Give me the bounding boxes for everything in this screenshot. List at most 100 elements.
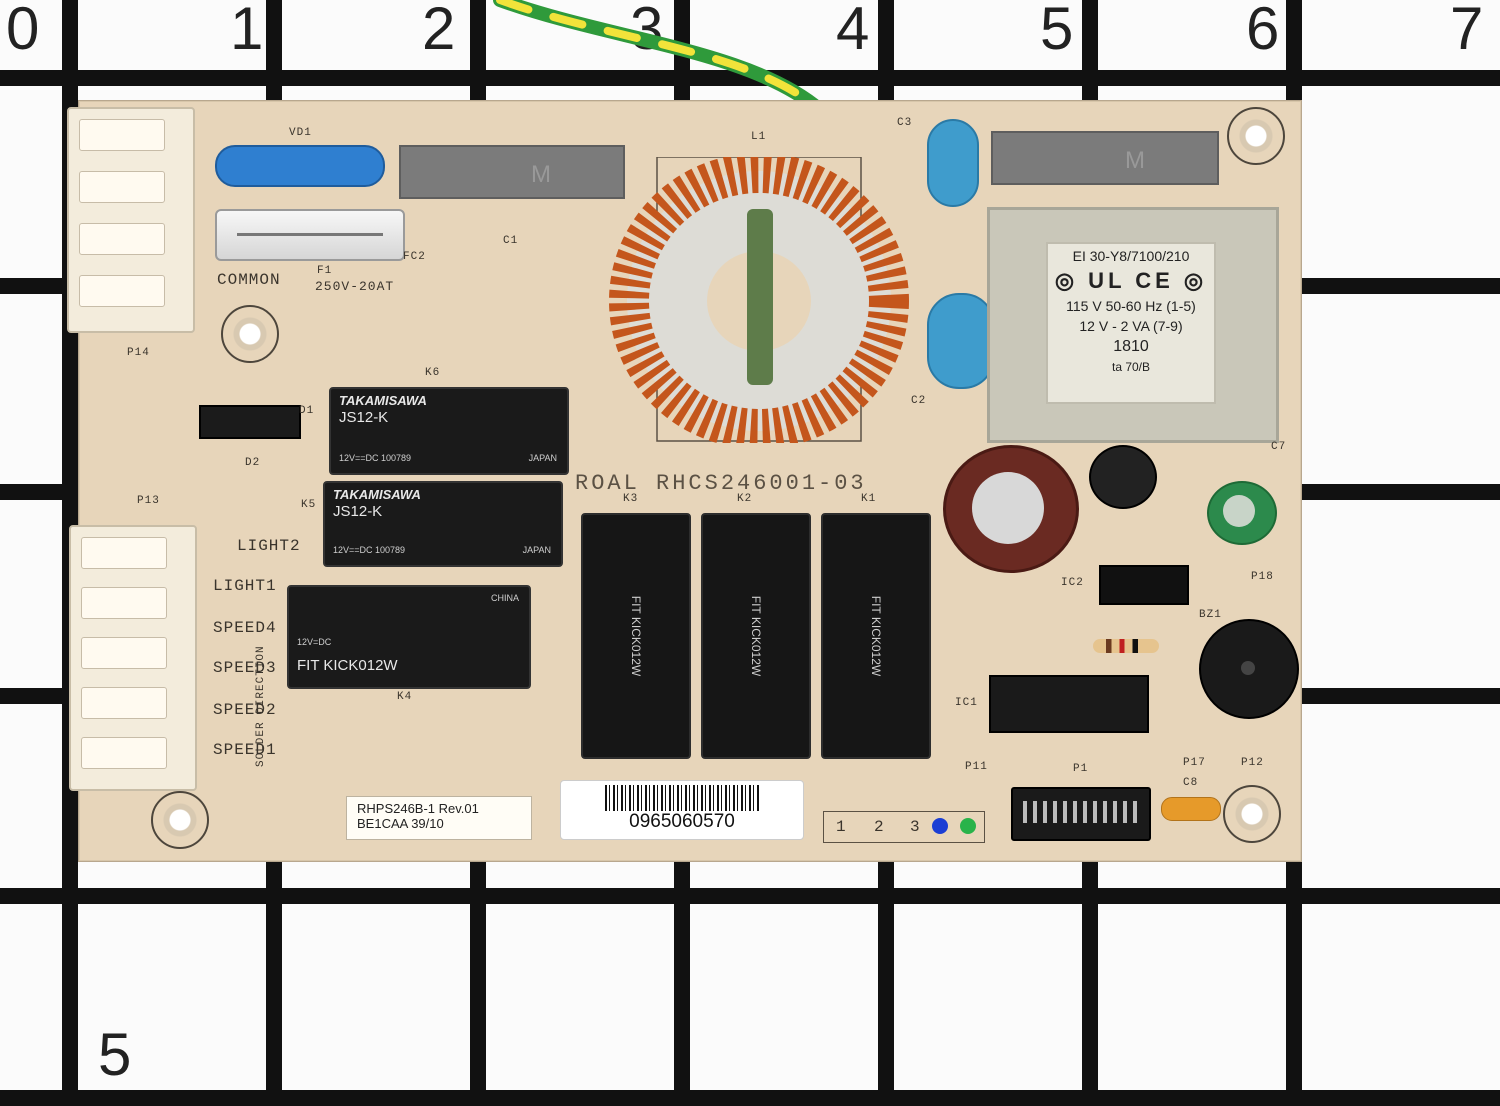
pin-2: 2: [874, 818, 885, 836]
ref-p14: P14: [127, 347, 150, 359]
grid-line: [0, 888, 1500, 904]
ref-fc2: FC2: [403, 251, 426, 263]
green-marker: [960, 818, 976, 834]
ref-p11: P11: [965, 761, 988, 773]
buzzer: [1199, 619, 1299, 719]
transformer-temp: ta 70/B: [1111, 360, 1151, 374]
label-speed1: SPEED1: [213, 741, 277, 759]
ruler-number: 4: [836, 0, 870, 62]
fuse: [215, 209, 405, 261]
relay-spec: 12V==DC 100789: [339, 453, 412, 463]
ruler-number: 5: [1040, 0, 1074, 62]
relay-spec: 12V==DC 100789: [333, 545, 406, 555]
ref-p18: P18: [1251, 571, 1274, 583]
ruler-number: 7: [1450, 0, 1484, 62]
ruler-number: 0: [6, 0, 40, 62]
relay-k6: TAKAMISAWA JS12-K 12V==DC 100789 JAPAN: [329, 387, 569, 475]
connector-pin: [79, 171, 165, 203]
ref-k4: K4: [397, 691, 413, 703]
connector-p13: [69, 525, 197, 791]
ref-k6: K6: [425, 367, 441, 379]
pcb-board: P14 P13 COMMON LIGHT2 LIGHT1 SPEED4 SPEE…: [67, 100, 1302, 862]
label-light1: LIGHT1: [213, 577, 277, 595]
capacitor-c3: [927, 119, 979, 207]
ref-c8: C8: [1183, 777, 1199, 789]
solder-direction: SOLDER DIRECTION: [255, 645, 267, 767]
barcode-label: 0965060570: [560, 780, 804, 840]
connector-pin: [81, 537, 167, 569]
ic1-chip: [989, 675, 1149, 733]
row-number: 5: [98, 1021, 132, 1088]
ref-c2: C2: [911, 395, 927, 407]
capacitor-c2: [927, 293, 995, 389]
pin-3: 3: [910, 818, 921, 836]
barcode-number: 0965060570: [629, 811, 735, 832]
mounting-hole: [1223, 785, 1281, 843]
relay-k5: TAKAMISAWA JS12-K 12V==DC 100789 JAPAN: [323, 481, 563, 567]
blue-marker: [932, 818, 948, 834]
ref-d1: D1: [299, 405, 315, 417]
certification-marks: ◎ UL CE ◎: [1054, 268, 1208, 293]
connector-pin: [81, 637, 167, 669]
mounting-hole: [221, 305, 279, 363]
resistor: [1093, 639, 1159, 653]
ribbon-connector-p1: [1011, 787, 1151, 841]
connector-p14: [67, 107, 195, 333]
relay-model: FIT KICK012W: [749, 595, 763, 677]
ruler-number: 6: [1246, 0, 1280, 62]
revision-label: RHPS246B-1 Rev.01 BE1CAA 39/10: [346, 796, 532, 840]
transformer: EI 30-Y8/7100/210 ◎ UL CE ◎ 115 V 50-60 …: [987, 207, 1279, 443]
ref-ic2: IC2: [1061, 577, 1084, 589]
relay-k4: FIT KICK012W 12V=DC CHINA: [287, 585, 531, 689]
transformer-primary: 115 V 50-60 Hz (1-5): [1066, 298, 1196, 314]
board-model: ROAL RHCS246001-03: [575, 471, 867, 496]
toroid-inductor: [609, 157, 909, 443]
relay-model: FIT KICK012W: [629, 595, 643, 677]
fuse-rating: 250V-20AT: [315, 279, 395, 294]
connector-pin: [79, 223, 165, 255]
relay-brand: TAKAMISAWA: [339, 393, 427, 408]
relay-k3: FIT KICK012W: [581, 513, 691, 759]
grid-line: [0, 1090, 1500, 1106]
label-light2: LIGHT2: [237, 537, 301, 555]
connector-pin: [79, 119, 165, 151]
relay-brand: TAKAMISAWA: [333, 487, 421, 502]
diode-d1: [199, 405, 301, 439]
revision-line-1: RHPS246B-1 Rev.01: [357, 801, 479, 816]
label-speed4: SPEED4: [213, 619, 277, 637]
connector-pin: [81, 587, 167, 619]
regulator-ic2: [1099, 565, 1189, 605]
electrolytic-capacitor-c7: [1207, 481, 1277, 545]
ref-p12: P12: [1241, 757, 1264, 769]
ref-c1: C1: [503, 235, 519, 247]
ref-c3: C3: [897, 117, 913, 129]
ref-c7: C7: [1271, 441, 1287, 453]
ref-d2: D2: [245, 457, 261, 469]
relay-model: JS12-K: [333, 503, 383, 520]
ref-k2: K2: [737, 493, 753, 505]
relay-origin: JAPAN: [522, 545, 551, 555]
resistor-block-2: M: [991, 131, 1219, 185]
ref-bz1: BZ1: [1199, 609, 1222, 621]
transformer-model: EI 30-Y8/7100/210: [1072, 248, 1190, 264]
varistor: [215, 145, 385, 187]
ruler-number: 2: [422, 0, 456, 62]
barcode: [605, 785, 759, 811]
resistor-block: M: [399, 145, 625, 199]
transformer-date: 1810: [1113, 338, 1149, 355]
relay-spec: 12V=DC: [297, 637, 332, 647]
relay-origin: JAPAN: [528, 453, 557, 463]
label-speed3: SPEED3: [213, 659, 277, 677]
ref-p13: P13: [137, 495, 160, 507]
ref-vd1: VD1: [289, 127, 312, 139]
relay-model: JS12-K: [339, 409, 389, 426]
ref-f1: F1: [317, 265, 333, 277]
relay-model: FIT KICK012W: [297, 657, 398, 674]
relay-origin: CHINA: [490, 593, 519, 603]
transformer-label: EI 30-Y8/7100/210 ◎ UL CE ◎ 115 V 50-60 …: [1046, 242, 1216, 404]
label-speed2: SPEED2: [213, 701, 277, 719]
pin-header: 1 2 3: [823, 811, 985, 843]
ref-p17: P17: [1183, 757, 1206, 769]
ref-k3: K3: [623, 493, 639, 505]
ref-k1: K1: [861, 493, 877, 505]
